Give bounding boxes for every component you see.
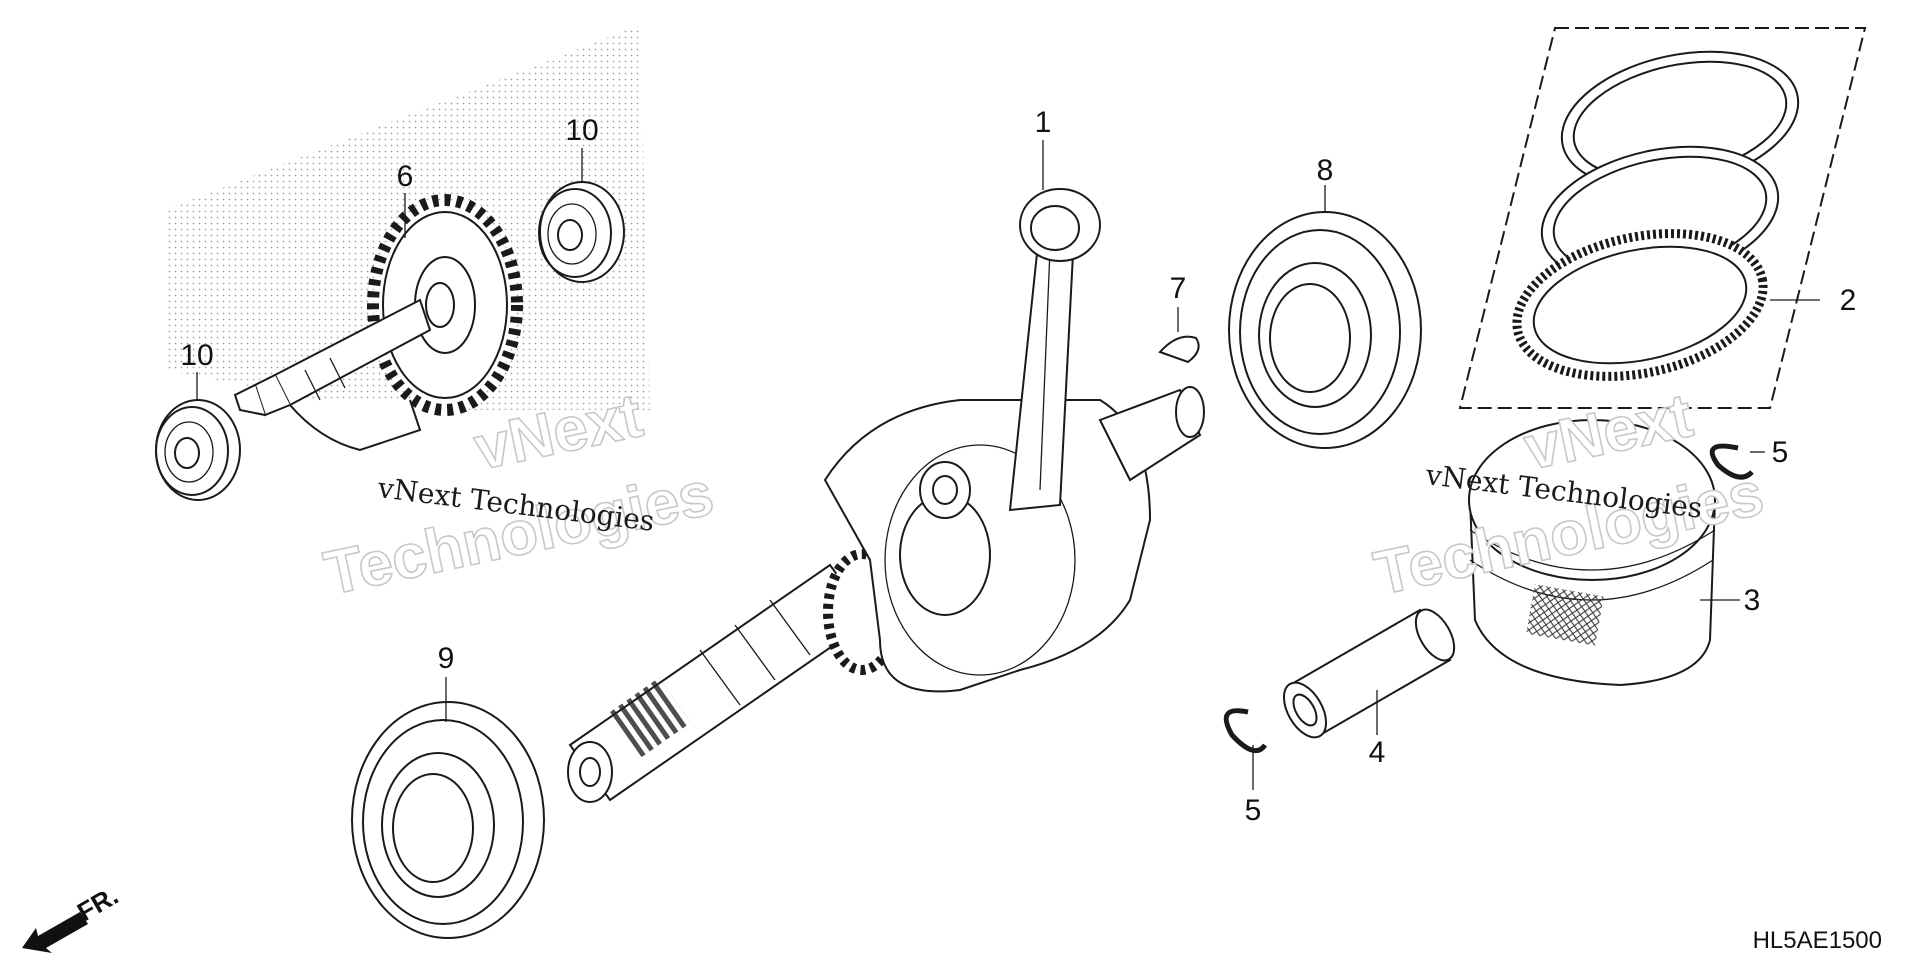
bearing-part-10-lower[interactable] (155, 399, 241, 501)
callout-10-upper[interactable]: 10 (565, 114, 598, 147)
piston-ring-set-part-2[interactable] (1458, 27, 1867, 409)
piston-pin-clip-part-5-b[interactable] (1223, 708, 1268, 754)
callout-6[interactable]: 6 (397, 160, 414, 193)
callout-7[interactable]: 7 (1170, 272, 1187, 305)
front-arrow-icon: FR. (22, 880, 123, 953)
diagram-code: HL5AE1500 (1753, 927, 1882, 954)
callout-3[interactable]: 3 (1744, 584, 1761, 617)
piston-part-3[interactable] (1468, 419, 1717, 687)
bearing-part-10-upper[interactable] (538, 181, 625, 283)
bearing-part-8[interactable] (1228, 211, 1422, 449)
woodruff-key-part-7[interactable] (1158, 335, 1200, 364)
callout-2[interactable]: 2 (1840, 284, 1857, 317)
callout-4[interactable]: 4 (1369, 736, 1386, 769)
callout-1[interactable]: 1 (1035, 106, 1052, 139)
bearing-part-9[interactable] (351, 701, 545, 939)
balancer-shaft-part-6[interactable] (233, 194, 523, 452)
callout-9[interactable]: 9 (438, 642, 455, 675)
callouts: 1 2 3 4 5 5 6 7 8 9 10 10 (180, 106, 1856, 827)
callout-8[interactable]: 8 (1317, 154, 1334, 187)
leader-lines (196, 140, 1820, 790)
crankshaft-part-1[interactable] (567, 188, 1205, 803)
piston-pin-part-4[interactable] (1275, 603, 1462, 744)
callout-5-upper[interactable]: 5 (1772, 436, 1789, 469)
piston-pin-clip-part-5-a[interactable] (1709, 443, 1754, 480)
callout-5-lower[interactable]: 5 (1245, 794, 1262, 827)
callout-10-lower[interactable]: 10 (180, 339, 213, 372)
